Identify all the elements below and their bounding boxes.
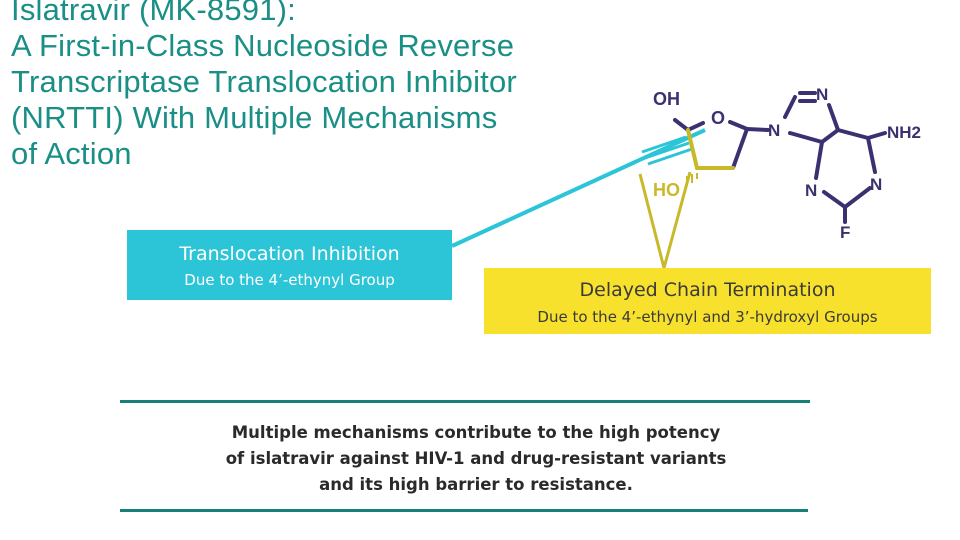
atom-label-n-imidazole: N [816, 85, 828, 104]
termination-heading: Delayed Chain Termination [579, 279, 836, 301]
atom-label-ring-o: O [711, 108, 725, 128]
translocation-inhibition-box: Translocation Inhibition Due to the 4’-e… [127, 230, 452, 300]
atom-label-oh: OH [653, 89, 680, 109]
atom-label-nh2: NH2 [887, 123, 921, 142]
summary-bottom-rule [120, 509, 808, 512]
translocation-subtext: Due to the 4’-ethynyl Group [184, 271, 395, 289]
title-line: A First-in-Class Nucleoside Reverse [11, 28, 515, 63]
summary-line: and its high barrier to resistance. [319, 475, 633, 494]
atom-label-ho: HO [653, 180, 680, 200]
atom-label-n-pyrimidine-right: N [870, 175, 882, 194]
atom-label-n-glycosidic: N [768, 121, 780, 140]
termination-subtext: Due to the 4’-ethynyl and 3’-hydroxyl Gr… [537, 308, 878, 326]
title-line: Transcriptase Translocation Inhibitor [11, 64, 517, 99]
title-line: (NRTTI) With Multiple Mechanisms [11, 100, 498, 135]
atom-label-n-pyrimidine-left: N [805, 181, 817, 200]
translocation-heading: Translocation Inhibition [179, 243, 400, 265]
hydroxyl-wedge [686, 173, 698, 186]
termination-connector-right [662, 171, 692, 269]
atom-label-fluorine: F [840, 223, 850, 242]
ethynyl-group [641, 135, 693, 166]
purine-base [783, 91, 887, 224]
summary-statement: Multiple mechanisms contribute to the hi… [176, 420, 776, 498]
chain-termination-box: Delayed Chain Termination Due to the 4’-… [484, 268, 931, 334]
termination-connector-left [638, 173, 666, 269]
sugar-ring [673, 118, 770, 170]
title-line: of Action [11, 136, 132, 171]
translocation-connector [451, 128, 706, 248]
summary-line: of islatravir against HIV-1 and drug-res… [225, 449, 727, 468]
summary-line: Multiple mechanisms contribute to the hi… [231, 423, 721, 442]
page-title: Islatravir (MK-8591): A First-in-Class N… [11, 0, 651, 172]
summary-top-rule [120, 400, 810, 403]
title-line: Islatravir (MK-8591): [11, 0, 296, 27]
